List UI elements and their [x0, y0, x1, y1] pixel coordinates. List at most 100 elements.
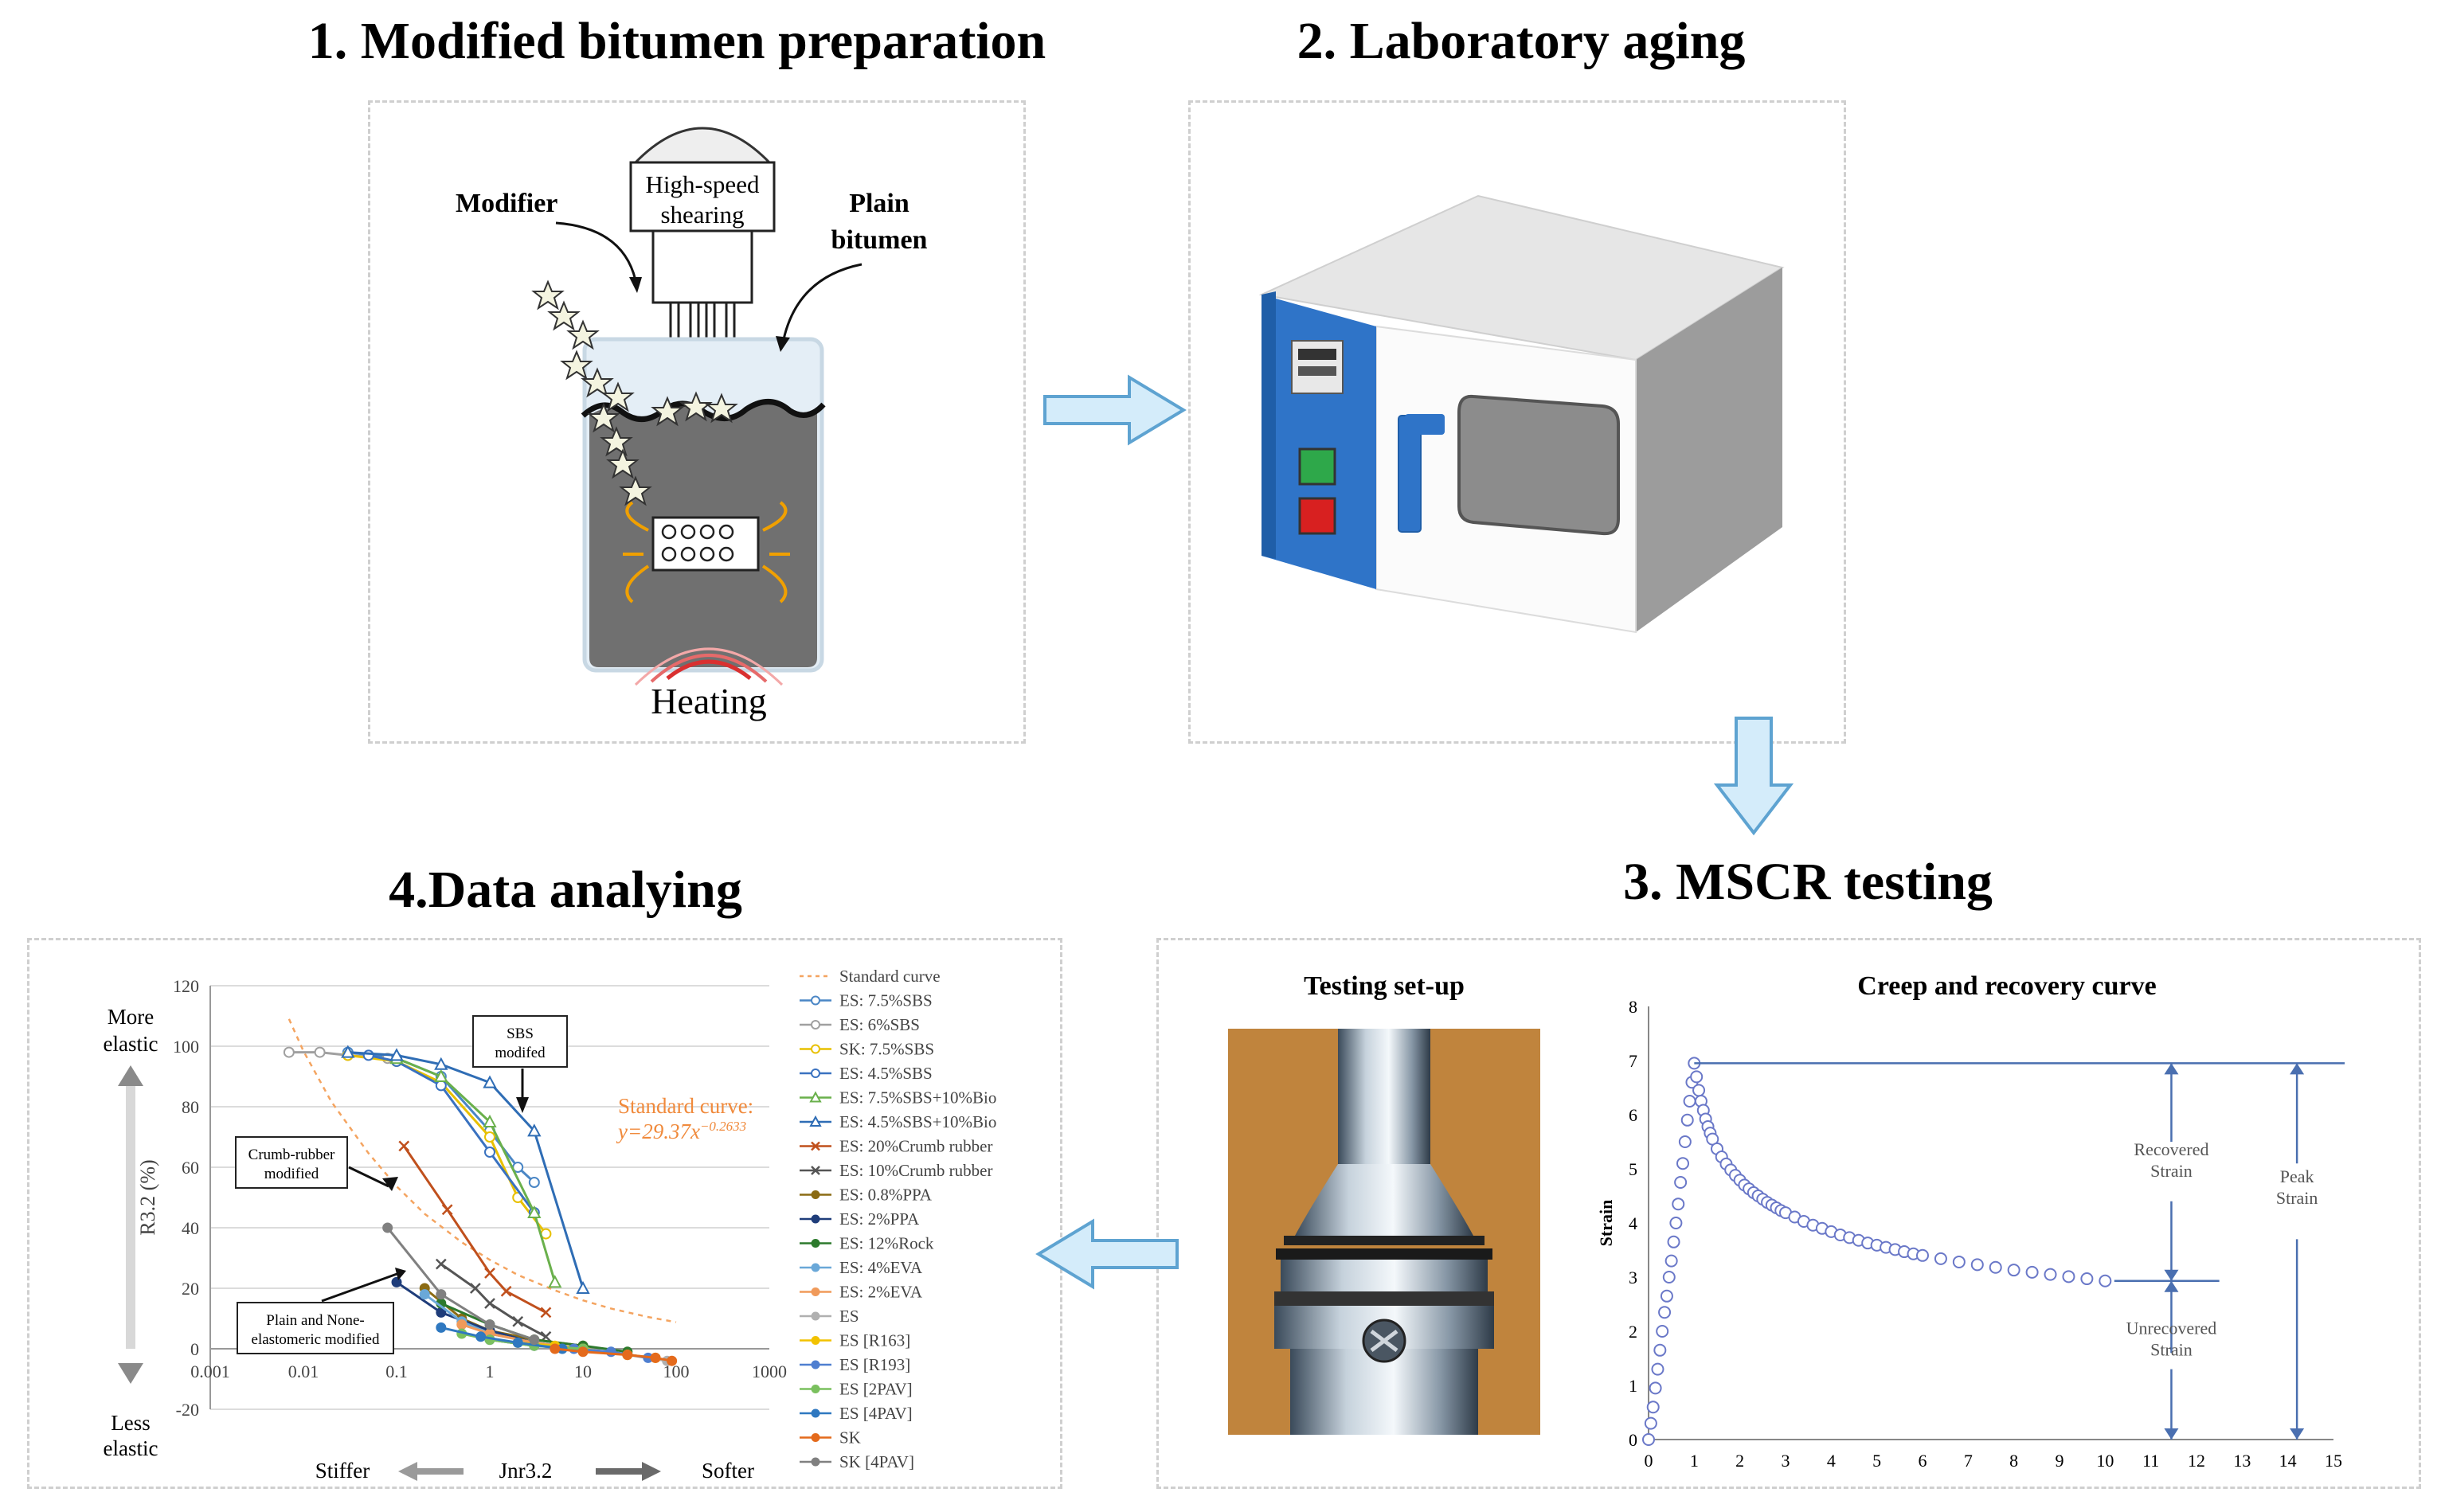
data-point	[2080, 1272, 2094, 1286]
legend-item: ES: 20%Crumb rubber	[800, 1137, 992, 1156]
data-point	[469, 1283, 481, 1294]
x-tick-label: 8	[2009, 1451, 2018, 1471]
x-tick-label: 14	[2279, 1451, 2297, 1471]
flow-arrow-right	[1043, 374, 1187, 446]
legend-item: ES: 10%Crumb rubber	[800, 1161, 992, 1180]
data-point	[528, 1177, 540, 1188]
data-point	[283, 1046, 295, 1058]
heating-waves	[634, 647, 784, 686]
data-point	[483, 1075, 497, 1088]
recovered-arrow-up-head	[2164, 1063, 2179, 1075]
x-tick-label: 1	[486, 1362, 495, 1381]
sbs-annotation-line1: SBS	[507, 1026, 534, 1042]
data-point	[484, 1147, 495, 1158]
data-point	[811, 1287, 820, 1296]
y-tick-label: 20	[182, 1279, 199, 1299]
data-point	[622, 1350, 633, 1361]
data-point	[1970, 1258, 1984, 1272]
x-tick-label: 11	[2142, 1451, 2159, 1471]
data-point	[389, 1048, 404, 1061]
data-point	[2044, 1268, 2057, 1281]
data-point	[811, 1044, 820, 1054]
data-point	[527, 1123, 542, 1137]
data-point	[398, 1140, 410, 1152]
data-point	[811, 1214, 820, 1224]
shear-body	[651, 229, 753, 304]
softer-arrow	[596, 1462, 661, 1481]
y-tick-label: 7	[1629, 1051, 1637, 1071]
standard-curve-eq: y=29.37x−0.2633	[616, 1119, 746, 1143]
x-tick-label: 10	[574, 1362, 592, 1381]
shear-label-line1: High-speed	[646, 170, 760, 198]
crumb-annotation-line2: modified	[264, 1166, 319, 1182]
plain-pointer	[321, 1271, 402, 1303]
y-tick-label: -20	[176, 1400, 199, 1420]
data-point	[1690, 1070, 1704, 1084]
data-point	[2007, 1264, 2020, 1277]
legend-label: ES: 7.5%SBS+10%Bio	[839, 1088, 996, 1108]
elastic-gradient-bar	[126, 1086, 135, 1349]
recovered-label-line2: Strain	[2150, 1161, 2193, 1181]
legend-item: ES: 4%EVA	[800, 1258, 923, 1277]
data-point	[811, 1190, 820, 1199]
data-point	[811, 1385, 820, 1393]
data-point	[811, 1239, 820, 1248]
y-tick-label: 6	[1629, 1105, 1637, 1125]
data-point	[2062, 1270, 2075, 1283]
sbs-annotation-line2: modifed	[495, 1045, 546, 1061]
less-elastic-line2: elastic	[104, 1436, 158, 1460]
data-point	[811, 1069, 820, 1078]
aging-oven-illustration	[1258, 194, 1785, 634]
legend-label: ES [R193]	[839, 1355, 910, 1374]
series-line	[347, 1051, 585, 1289]
oven-control-panel	[1262, 295, 1376, 589]
x-tick-label: 7	[1964, 1451, 1973, 1471]
legend-item: ES [R193]	[800, 1355, 910, 1374]
start-button[interactable]	[1298, 447, 1336, 486]
softer-label: Softer	[702, 1459, 754, 1483]
data-point	[811, 1263, 820, 1272]
crumb-annotation-line1: Crumb-rubber	[248, 1147, 335, 1163]
rotor-holes	[661, 524, 734, 562]
data-point	[1660, 1289, 1673, 1303]
y-tick-label: 4	[1629, 1213, 1637, 1233]
data-point	[1664, 1254, 1678, 1268]
legend-item: ES	[800, 1307, 859, 1326]
data-point	[809, 1115, 822, 1127]
legend-label: ES: 6%SBS	[839, 1015, 920, 1034]
data-point	[2025, 1265, 2039, 1279]
data-point	[576, 1280, 590, 1294]
stiffer-arrow	[398, 1462, 464, 1481]
legend-item: ES [R163]	[800, 1331, 910, 1350]
modifier-label: Modifier	[456, 189, 557, 218]
y-tick-label: 80	[182, 1097, 199, 1117]
data-point	[512, 1337, 523, 1348]
data-point	[811, 1336, 820, 1345]
data-point	[1658, 1306, 1672, 1319]
data-point	[1644, 1416, 1657, 1430]
legend-label: SK: 7.5%SBS	[839, 1040, 934, 1059]
x-tick-label: 0.01	[288, 1362, 319, 1381]
setup-title: Testing set-up	[1304, 971, 1465, 1001]
x-tick-label: 2	[1735, 1451, 1744, 1471]
stop-button[interactable]	[1298, 497, 1336, 535]
legend-item: Standard curve	[800, 967, 941, 986]
data-point	[341, 1045, 355, 1058]
section-title-preparation: 1. Modified bitumen preparation	[307, 12, 1046, 70]
data-point	[811, 995, 820, 1006]
series-es-10-crumb-rubber	[435, 1258, 552, 1342]
legend-label: SK [4PAV]	[839, 1452, 914, 1471]
x-tick-label: 5	[1872, 1451, 1881, 1471]
unrecovered-label-line1: Unrecovered	[2126, 1318, 2217, 1338]
panel-aging	[1188, 100, 1846, 744]
data-point	[811, 1408, 820, 1418]
data-point	[475, 1331, 487, 1342]
data-point	[382, 1222, 393, 1233]
crumb-pointer-head	[382, 1177, 398, 1191]
series-line	[440, 1326, 563, 1350]
legend-item: ES: 7.5%SBS	[800, 991, 933, 1010]
data-point	[550, 1343, 561, 1354]
series-es-4-5-sbs-10-bio	[341, 1045, 590, 1294]
x-tick-label: 13	[2233, 1451, 2251, 1471]
modifier-arrow	[555, 221, 637, 281]
